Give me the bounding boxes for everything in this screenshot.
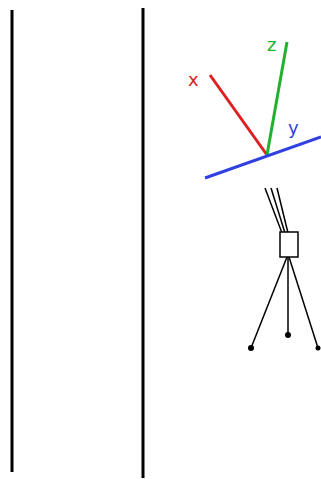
z-axis — [267, 42, 287, 155]
x-axis — [210, 75, 267, 155]
y-axis — [205, 137, 321, 178]
wall-line — [11, 10, 14, 472]
axis-label-x: x — [188, 71, 199, 89]
wall-line — [142, 8, 145, 478]
tripod-sensor — [251, 188, 318, 348]
axis-label-y: y — [288, 119, 299, 137]
tripod-feet — [248, 332, 321, 351]
axis-label-z: z — [267, 36, 276, 54]
